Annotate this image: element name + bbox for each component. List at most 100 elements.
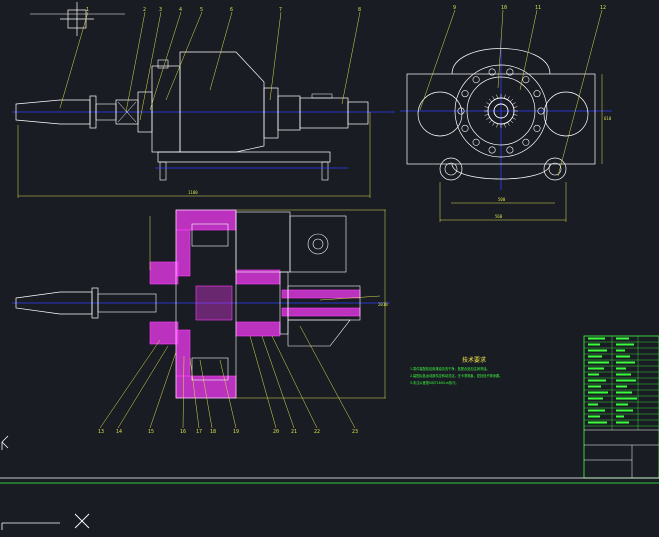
side-foot-right-hole — [548, 162, 562, 176]
title-block-text-mark — [616, 349, 625, 352]
bolt-hole — [537, 107, 545, 115]
callout-5: 5 — [200, 7, 203, 13]
title-block-text-mark — [588, 367, 604, 370]
callout-1: 1 — [86, 7, 89, 13]
section-spindle — [97, 293, 157, 313]
callout-8: 8 — [358, 7, 361, 13]
base-foot-left — [159, 161, 167, 181]
base-frame — [157, 151, 331, 163]
side-foot-left — [439, 157, 463, 181]
side-leaders — [419, 9, 603, 177]
side-width-dim: 500 — [498, 197, 506, 202]
title-block-text-mark — [588, 385, 601, 388]
x-cursor-icon — [74, 513, 90, 529]
title-block-text-mark — [616, 391, 632, 394]
title-block-text-mark — [588, 409, 605, 412]
section-height-dim: 2010 — [378, 302, 388, 307]
lifting-lug — [157, 59, 169, 69]
bolt-hole — [472, 76, 480, 84]
elevation-callout-labels: 1 2 3 4 5 6 7 8 — [86, 7, 361, 13]
gear-tooth — [496, 94, 498, 99]
title-block-text-mark — [616, 343, 634, 346]
side-bore — [493, 103, 509, 119]
gear-tooth — [504, 123, 506, 128]
tech-title: 技术要求 — [462, 356, 486, 364]
title-block-text-mark — [588, 397, 603, 400]
title-block-text-mark — [588, 373, 599, 376]
bolt-hole — [506, 146, 514, 154]
gear-tooth — [510, 98, 514, 102]
side-flange-outer — [454, 64, 548, 158]
technical-requirements: 技术要求 1.零件装配前应用煤油清洗干净，各配合处加注润滑油。 2.装配后各运动… — [410, 356, 502, 385]
title-block-text-mark — [588, 421, 607, 424]
side-view: 500 560 610 9 10 11 12 — [400, 5, 612, 222]
gear-tooth — [488, 120, 492, 124]
ucs-axis-icon — [1, 435, 60, 530]
side-foot-right — [543, 157, 567, 181]
bolt-hole — [533, 124, 541, 132]
title-block-text-mark — [616, 397, 637, 400]
bolt-hole — [506, 68, 514, 76]
title-block-text-mark — [588, 391, 608, 394]
section-callout-labels: 13 14 15 16 17 18 19 20 21 22 23 — [98, 429, 358, 435]
gear-tooth — [507, 122, 510, 126]
gear-tooth — [512, 117, 516, 120]
side-gear-teeth — [484, 94, 518, 128]
gear-tooth — [504, 94, 506, 99]
title-block-text-mark — [588, 355, 602, 358]
gear-tooth — [510, 120, 514, 124]
title-block-text-mark — [616, 415, 624, 418]
title-block-text-mark — [616, 379, 636, 382]
motor-endcap — [347, 101, 369, 125]
base-foot-right — [321, 161, 329, 181]
title-block-text-mark — [616, 373, 631, 376]
side-housing-bottom — [451, 163, 551, 180]
callout-11: 11 — [535, 5, 541, 11]
title-block-text-mark — [616, 355, 630, 358]
callout-4: 4 — [179, 7, 182, 13]
bolt-hole — [461, 90, 469, 98]
title-block-text-mark — [588, 349, 607, 352]
callout-15: 15 — [148, 429, 154, 435]
bolt-hole — [533, 90, 541, 98]
callout-19: 19 — [233, 429, 239, 435]
section-view: 2010 13 14 15 16 17 18 19 20 21 22 — [12, 209, 390, 435]
callout-13: 13 — [98, 429, 104, 435]
title-block-text-mark — [588, 415, 600, 418]
callout-17: 17 — [196, 429, 202, 435]
callout-23: 23 — [352, 429, 358, 435]
callout-6: 6 — [230, 7, 233, 13]
bolt-hole — [472, 138, 480, 146]
motor-terminal — [311, 93, 333, 99]
gear-tooth — [486, 117, 490, 120]
gear-tooth — [496, 123, 498, 128]
title-block-text-mark — [588, 337, 605, 340]
side-foot-left-hole — [444, 162, 458, 176]
side-base-dim: 560 — [495, 214, 503, 219]
section-leaders — [99, 216, 381, 429]
title-block-text-mark — [616, 421, 629, 424]
callout-18: 18 — [210, 429, 216, 435]
callout-14: 14 — [116, 429, 122, 435]
callout-21: 21 — [291, 429, 297, 435]
title-block-text-mark — [616, 403, 628, 406]
title-block-text-mark — [616, 385, 627, 388]
gear-tooth — [507, 96, 510, 100]
callout-16: 16 — [180, 429, 186, 435]
side-bolt-ring — [457, 68, 545, 154]
side-housing — [406, 73, 596, 165]
bolt-hole — [461, 124, 469, 132]
title-block-rows — [584, 341, 659, 427]
callout-10: 10 — [501, 5, 507, 11]
title-block-text-mark — [588, 343, 600, 346]
gear-tooth — [512, 102, 516, 105]
tech-note-1: 1.零件装配前应用煤油清洗干净，各配合处加注润滑油。 — [410, 366, 490, 371]
title-block-text-mark — [588, 361, 609, 364]
elevation-view: 1180 1 2 3 4 5 6 7 8 — [12, 7, 395, 198]
callout-2: 2 — [143, 7, 146, 13]
gear-tooth — [484, 106, 489, 108]
bolt-hole — [457, 107, 465, 115]
title-block-text-mark — [616, 367, 626, 370]
